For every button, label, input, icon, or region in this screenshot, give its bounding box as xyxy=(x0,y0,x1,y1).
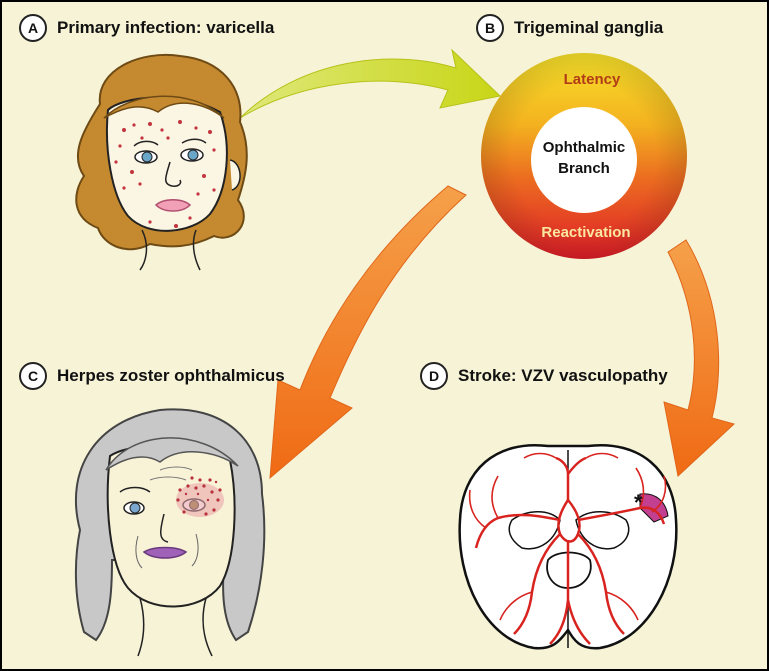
child-face-illustration xyxy=(75,54,248,271)
panel-d-title-text: Stroke: VZV vasculopathy xyxy=(458,366,668,385)
panel-d-title: D Stroke: VZV vasculopathy xyxy=(420,362,668,390)
arrow-a-to-b xyxy=(239,48,502,119)
panel-c-title: C Herpes zoster ophthalmicus xyxy=(19,362,285,390)
panel-a-title: A Primary infection: varicella xyxy=(19,14,274,42)
trigeminal-ganglion-ring xyxy=(481,53,687,259)
ophthalmic-branch-line2: Branch xyxy=(558,160,610,177)
arrow-b-to-c xyxy=(269,185,467,480)
ophthalmic-branch-line1: Ophthalmic xyxy=(543,139,626,156)
ophthalmic-branch-core xyxy=(531,107,637,213)
arrow-b-to-d xyxy=(663,239,735,477)
elderly-face-illustration xyxy=(74,408,266,657)
brain-vasculature-illustration: * xyxy=(458,443,678,650)
panel-b-title: B Trigeminal ganglia xyxy=(476,14,663,42)
panel-a-title-text: Primary infection: varicella xyxy=(57,18,275,37)
panel-b-title-text: Trigeminal ganglia xyxy=(514,18,664,37)
panel-a-letter: A xyxy=(19,14,47,42)
panel-b-letter: B xyxy=(476,14,504,42)
panel-d-letter: D xyxy=(420,362,448,390)
lesion-marker: * xyxy=(634,490,643,515)
latency-label: Latency xyxy=(564,71,621,88)
panel-c-letter: C xyxy=(19,362,47,390)
panel-c-title-text: Herpes zoster ophthalmicus xyxy=(57,366,285,385)
reactivation-label: Reactivation xyxy=(541,224,630,241)
